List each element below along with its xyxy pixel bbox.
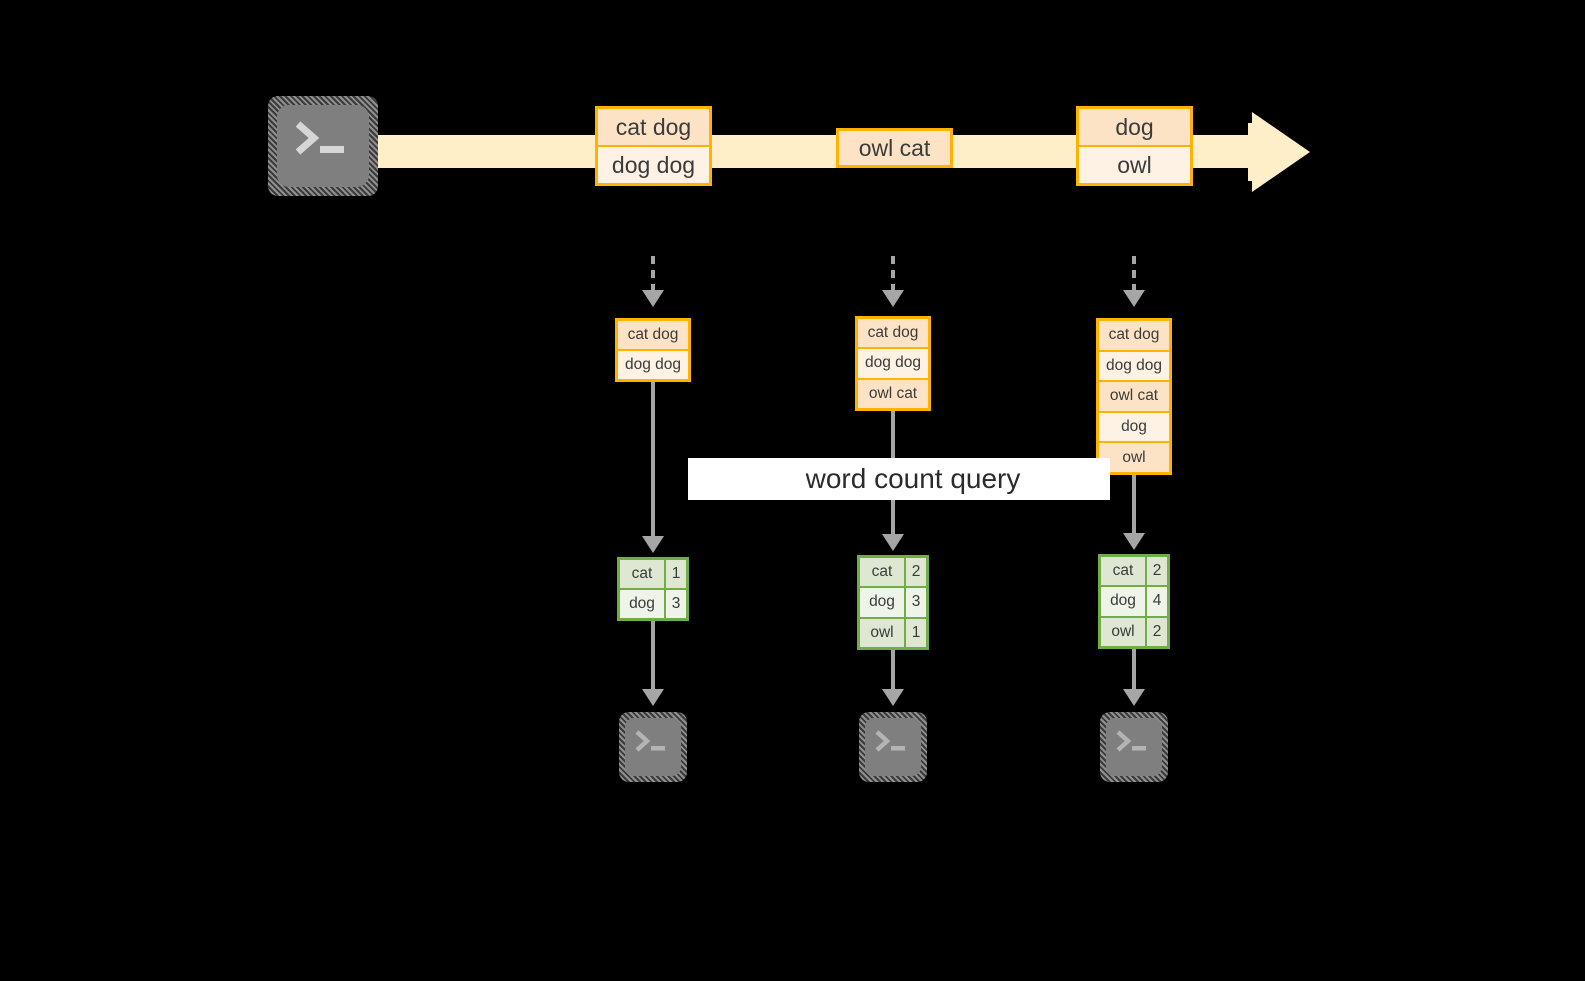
result-word: cat — [1101, 557, 1145, 586]
input-table-2[interactable]: cat dog dog dog owl cat — [855, 316, 931, 411]
result-word: dog — [1101, 587, 1145, 616]
stream-message-batch-3[interactable]: dog owl — [1076, 106, 1193, 186]
stream-message-batch-1[interactable]: cat dog dog dog — [595, 106, 712, 186]
result-table-row: owl 2 — [1101, 615, 1167, 646]
input-table-row: owl cat — [858, 377, 928, 408]
result-count: 3 — [904, 588, 926, 617]
prompt-glyph-icon — [295, 121, 344, 155]
stream-message-line: dog — [1079, 109, 1190, 145]
query-arrow-3 — [1123, 533, 1145, 550]
trigger-arrow-1 — [642, 290, 664, 307]
result-table-row: cat 1 — [620, 560, 686, 588]
input-table-row: dog dog — [858, 347, 928, 378]
sink-arrow-3 — [1123, 689, 1145, 706]
stream-message-line: owl — [1079, 145, 1190, 183]
stream-message-batch-2[interactable]: owl cat — [836, 128, 953, 168]
input-table-row: owl cat — [1099, 380, 1169, 411]
sink-terminal-3 — [1100, 712, 1168, 782]
trigger-line-2 — [891, 256, 895, 292]
input-table-row: cat dog — [1099, 321, 1169, 350]
query-label: word count query — [805, 463, 1021, 494]
result-word: owl — [1101, 617, 1145, 646]
result-word: dog — [860, 588, 904, 617]
result-count: 2 — [1145, 617, 1167, 646]
result-count: 2 — [904, 558, 926, 587]
input-table-row: dog dog — [618, 349, 688, 379]
trigger-line-3 — [1132, 256, 1136, 292]
query-arrow-2 — [882, 534, 904, 551]
result-word: cat — [620, 560, 664, 588]
result-count: 1 — [904, 618, 926, 647]
sink-line-1 — [651, 621, 655, 691]
result-word: owl — [860, 618, 904, 647]
result-table-row: dog 3 — [620, 588, 686, 618]
prompt-glyph-icon — [1116, 730, 1146, 752]
sink-arrow-2 — [882, 689, 904, 706]
result-table-row: dog 3 — [860, 586, 926, 617]
input-table-row: dog — [1099, 410, 1169, 442]
trigger-line-1 — [651, 256, 655, 292]
query-line-1 — [651, 382, 655, 538]
stream-message-line: owl cat — [839, 131, 950, 165]
stream-arrow-head — [1248, 112, 1310, 192]
result-table-row: cat 2 — [860, 558, 926, 587]
sink-arrow-1 — [642, 689, 664, 706]
result-table-3[interactable]: cat 2 dog 4 owl 2 — [1098, 554, 1170, 649]
input-table-row: dog dog — [1099, 349, 1169, 381]
result-table-1[interactable]: cat 1 dog 3 — [617, 557, 689, 621]
query-label-band: word count query — [688, 458, 1110, 500]
result-word: cat — [860, 558, 904, 587]
query-arrow-1 — [642, 536, 664, 553]
input-table-1[interactable]: cat dog dog dog — [615, 318, 691, 382]
result-table-row: cat 2 — [1101, 557, 1167, 586]
prompt-glyph-icon — [635, 730, 665, 752]
result-word: dog — [620, 590, 664, 618]
prompt-glyph-icon — [875, 730, 905, 752]
input-table-row: cat dog — [858, 319, 928, 348]
query-line-3 — [1132, 475, 1136, 535]
input-table-row: cat dog — [618, 321, 688, 349]
sink-line-2 — [891, 650, 895, 691]
source-terminal-icon — [268, 96, 378, 196]
sink-terminal-1 — [619, 712, 687, 782]
input-table-row: owl — [1099, 441, 1169, 472]
result-table-row: dog 4 — [1101, 585, 1167, 616]
result-count: 2 — [1145, 557, 1167, 586]
result-table-row: owl 1 — [860, 616, 926, 647]
result-count: 4 — [1145, 587, 1167, 616]
result-count: 3 — [664, 590, 686, 618]
result-count: 1 — [664, 560, 686, 588]
stream-message-line: cat dog — [598, 109, 709, 145]
sink-terminal-2 — [859, 712, 927, 782]
sink-line-3 — [1132, 649, 1136, 691]
stream-message-line: dog dog — [598, 145, 709, 183]
input-table-3[interactable]: cat dog dog dog owl cat dog owl — [1096, 318, 1172, 475]
result-table-2[interactable]: cat 2 dog 3 owl 1 — [857, 555, 929, 650]
trigger-arrow-2 — [882, 290, 904, 307]
trigger-arrow-3 — [1123, 290, 1145, 307]
